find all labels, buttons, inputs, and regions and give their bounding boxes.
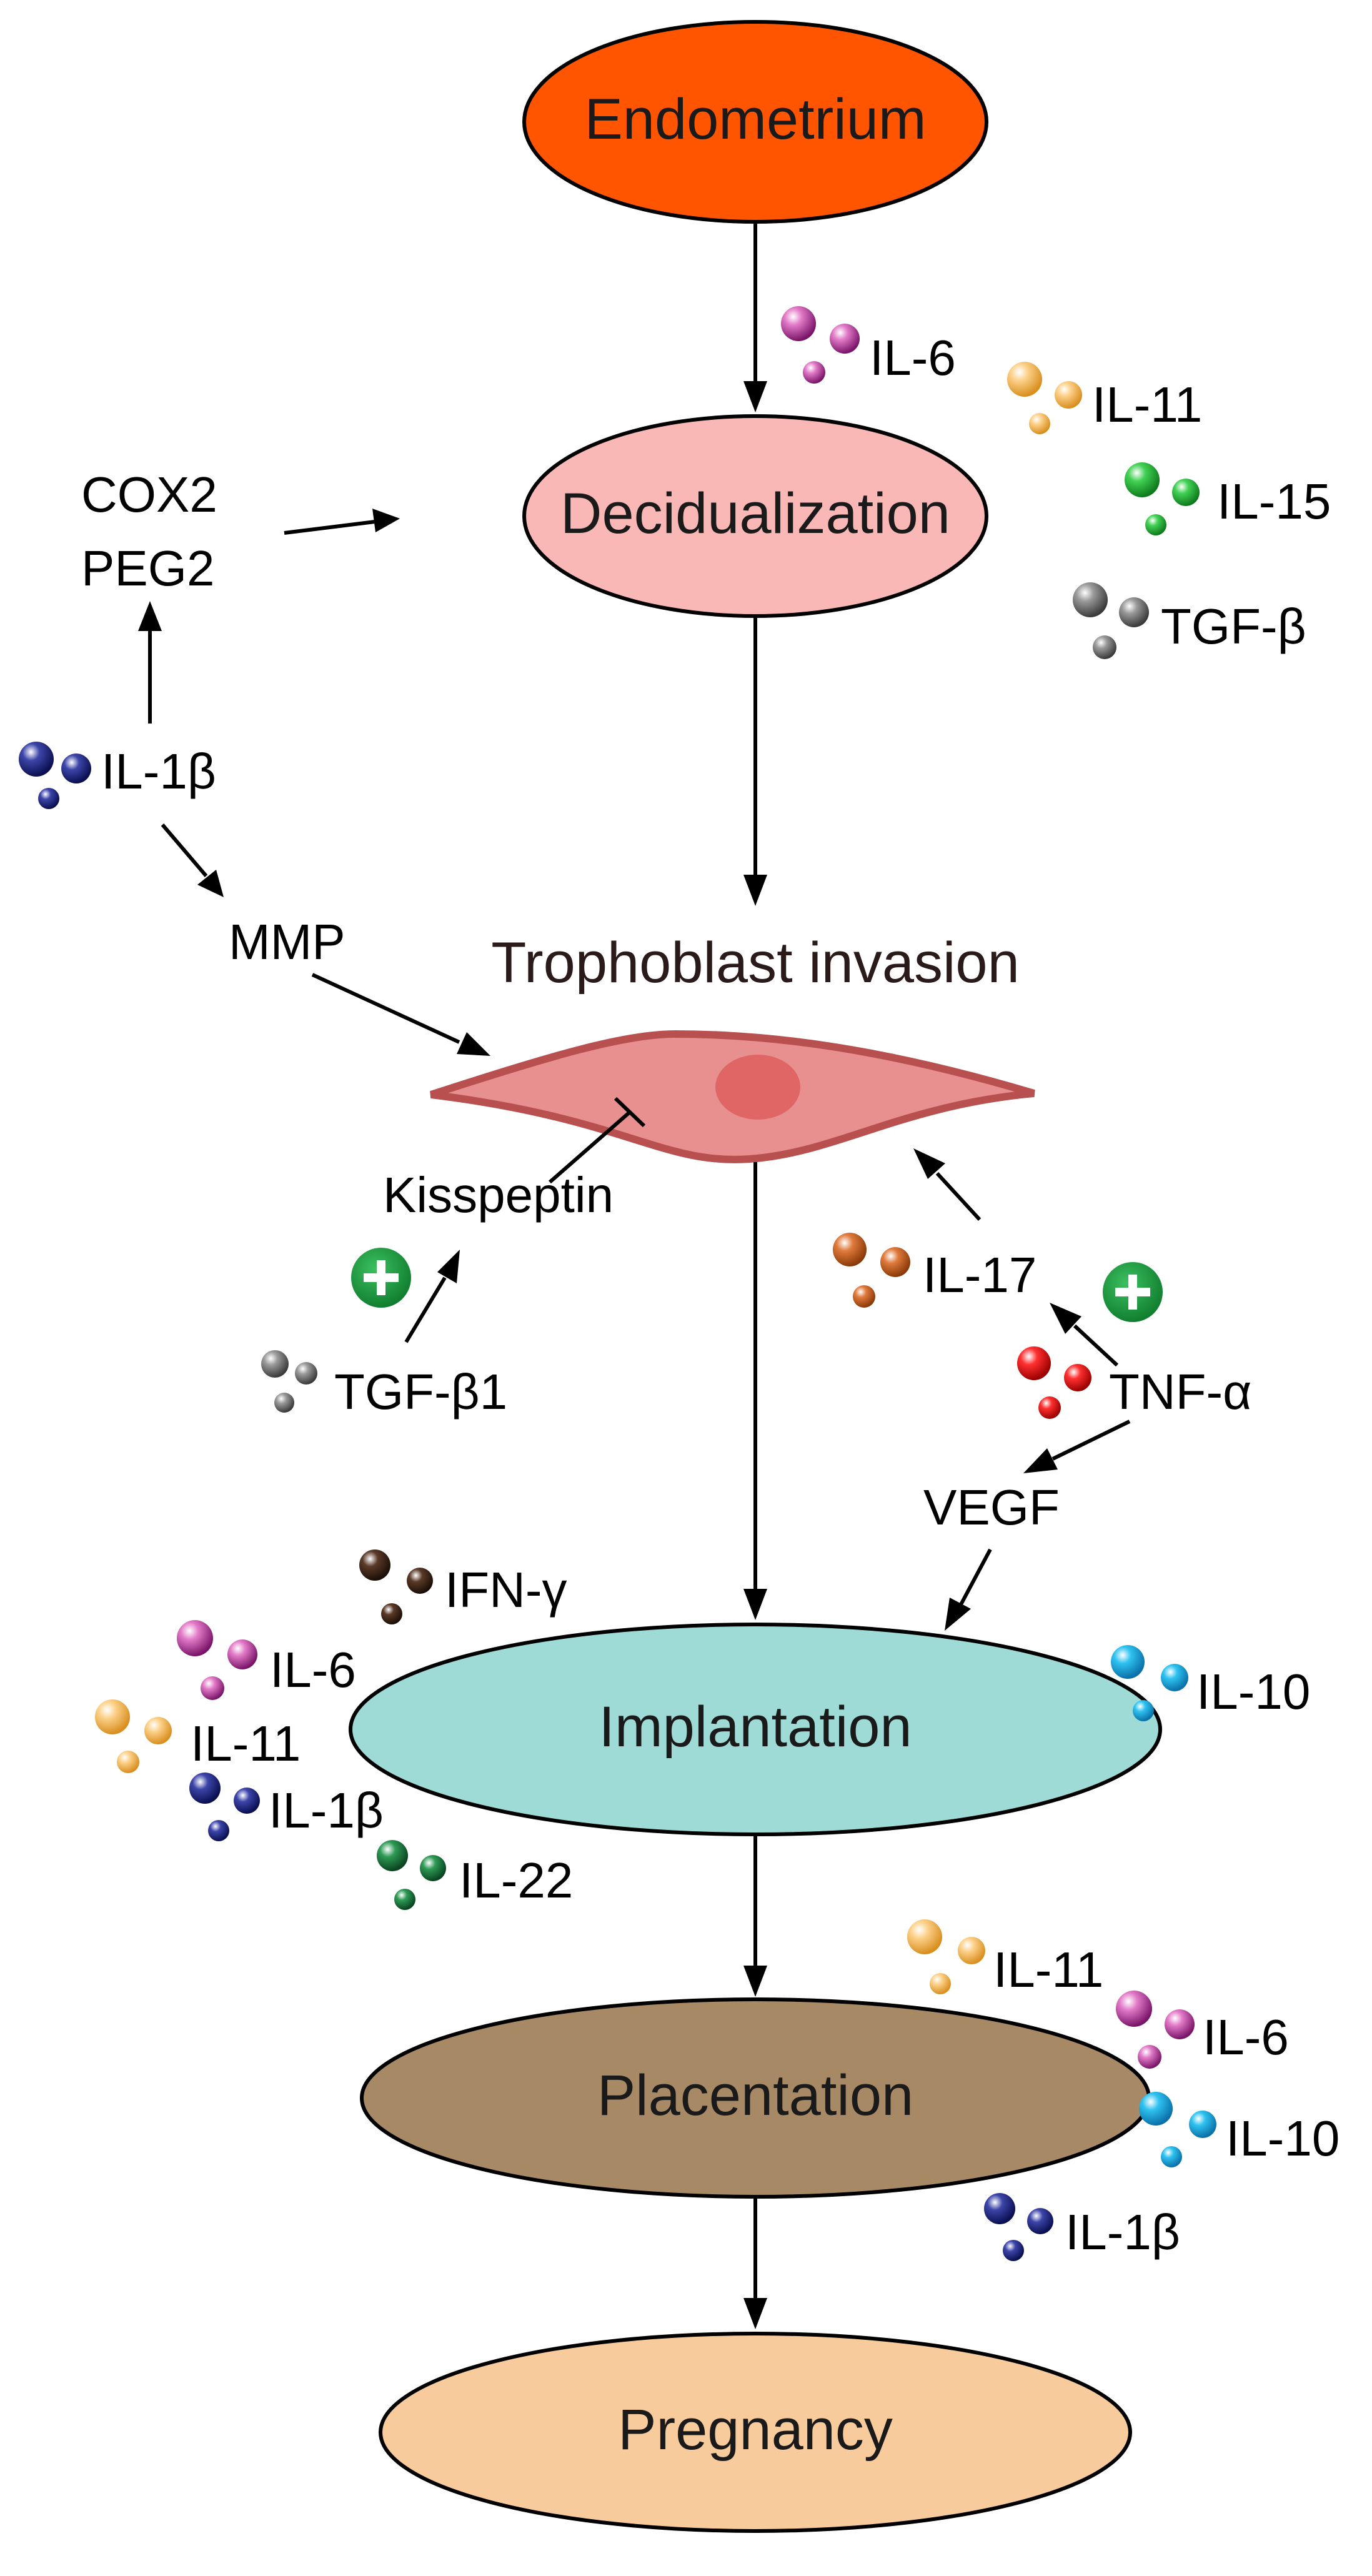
imp-il11-label: IL-11 bbox=[191, 1716, 301, 1771]
endo-il11-label: IL-11 bbox=[1092, 377, 1202, 432]
cytokine-il11-implantation: IL-11 bbox=[95, 1699, 301, 1773]
arrow-mmp-to-trophoblast bbox=[311, 973, 490, 1056]
cytokine-il10-placentation: IL-10 bbox=[1139, 2092, 1340, 2167]
cytokine-il11-endometrium: IL-11 bbox=[1007, 362, 1202, 434]
endometrium-label: Endometrium bbox=[584, 87, 926, 151]
cytokine-tgfb1: TGF-β1 bbox=[261, 1350, 507, 1420]
pla-il11-label: IL-11 bbox=[993, 1942, 1103, 1997]
vegf-label: VEGF bbox=[923, 1479, 1060, 1535]
kisspeptin-inhibition bbox=[549, 1097, 646, 1184]
cytokine-il11-placentation: IL-11 bbox=[907, 1919, 1103, 1997]
arrow-decidualization-to-trophoblast bbox=[743, 617, 767, 906]
peg2-label: PEG2 bbox=[81, 540, 214, 596]
imp-il22-label: IL-22 bbox=[459, 1852, 573, 1908]
arrow-cox2-to-decidualization bbox=[284, 509, 400, 535]
cytokine-il6-implantation: IL-6 bbox=[177, 1620, 356, 1700]
cytokine-il1b-left: IL-1β bbox=[19, 742, 216, 809]
trophoblast-invasion-title: Trophoblast invasion bbox=[491, 931, 1020, 995]
arrow-endometrium-to-decidualization bbox=[743, 223, 767, 412]
decidualization-label: Decidualization bbox=[560, 482, 950, 545]
kisspeptin-label: Kisspeptin bbox=[383, 1167, 614, 1223]
arrow-vegf-to-implantation bbox=[945, 1548, 992, 1631]
cox2-label: COX2 bbox=[81, 467, 217, 522]
il1b-left-label: IL-1β bbox=[101, 743, 216, 799]
ifng-label: IFN-γ bbox=[445, 1562, 567, 1618]
cytokine-ifng: IFN-γ bbox=[359, 1549, 567, 1624]
placentation-node: Placentation bbox=[360, 1997, 1151, 2199]
plus-sign-right bbox=[1103, 1262, 1163, 1322]
arrow-il1b-to-mmp bbox=[161, 823, 224, 897]
implantation-label: Implantation bbox=[599, 1695, 912, 1759]
il17-label: IL-17 bbox=[923, 1247, 1036, 1303]
mmp-label: MMP bbox=[229, 914, 345, 970]
pregnancy-label: Pregnancy bbox=[618, 2398, 893, 2462]
trophoblast-cell bbox=[430, 1030, 1035, 1163]
cytokine-il1b-placentation: IL-1β bbox=[984, 2193, 1180, 2261]
arrow-trophoblast-to-implantation bbox=[743, 1162, 767, 1620]
arrow-placentation-to-pregnancy bbox=[743, 2198, 767, 2329]
cytokine-il6-endometrium: IL-6 bbox=[781, 306, 956, 385]
pla-il10-label: IL-10 bbox=[1226, 2111, 1340, 2166]
pla-il1b-label: IL-1β bbox=[1065, 2204, 1180, 2260]
arrow-tnfa-to-vegf bbox=[1023, 1420, 1131, 1473]
imp-il6-label: IL-6 bbox=[270, 1642, 356, 1698]
cytokine-tgfb-endometrium: TGF-β bbox=[1073, 582, 1306, 659]
cytokine-il1b-implantation: IL-1β bbox=[189, 1773, 384, 1841]
pla-il6-label: IL-6 bbox=[1203, 2009, 1289, 2065]
placentation-label: Placentation bbox=[597, 2064, 913, 2127]
arrow-tnfa-to-il17 bbox=[1050, 1303, 1119, 1367]
arrow-tgfb1-to-kisspeptin bbox=[404, 1250, 460, 1343]
arrow-il17-to-trophoblast bbox=[913, 1148, 982, 1221]
imp-il10-label: IL-10 bbox=[1196, 1664, 1310, 1719]
arrow-implantation-to-placentation bbox=[743, 1836, 767, 1997]
trophoblast-nucleus bbox=[715, 1055, 800, 1120]
cytokine-il6-placentation: IL-6 bbox=[1116, 1991, 1289, 2069]
endo-il15-label: IL-15 bbox=[1217, 474, 1331, 529]
decidualization-node: Decidualization bbox=[522, 414, 988, 618]
endometrium-node: Endometrium bbox=[522, 20, 988, 224]
tnfa-label: TNF-α bbox=[1109, 1364, 1251, 1420]
cytokine-il17: IL-17 bbox=[833, 1233, 1036, 1308]
endo-tgfb-label: TGF-β bbox=[1161, 599, 1306, 654]
cytokine-il15-endometrium: IL-15 bbox=[1125, 462, 1331, 535]
pregnancy-node: Pregnancy bbox=[379, 2332, 1132, 2533]
tgfb1-label: TGF-β1 bbox=[334, 1364, 507, 1420]
imp-il1b-label: IL-1β bbox=[269, 1783, 384, 1838]
plus-sign-left bbox=[351, 1248, 411, 1308]
arrow-il1b-to-cox2 bbox=[138, 601, 162, 724]
implantation-node: Implantation bbox=[349, 1623, 1162, 1836]
cytokine-il22-implantation: IL-22 bbox=[377, 1840, 573, 1910]
cytokine-tnfa: TNF-α bbox=[1017, 1346, 1251, 1420]
endo-il6-label: IL-6 bbox=[870, 330, 956, 385]
cytokine-il10-implantation: IL-10 bbox=[1111, 1645, 1310, 1721]
